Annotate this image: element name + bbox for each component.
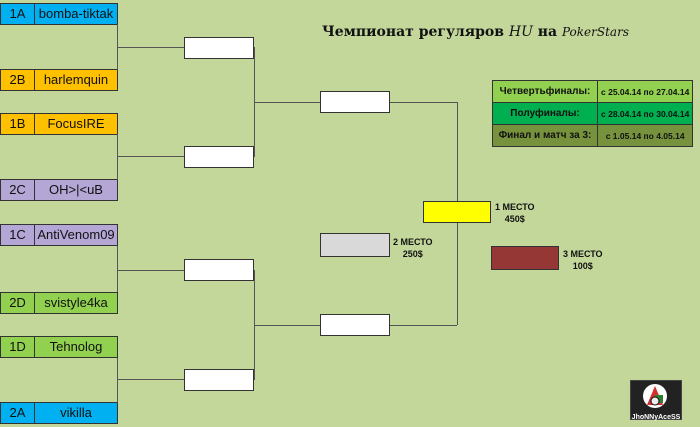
second-place-slot[interactable] <box>320 233 390 257</box>
third-place-label: 3 МЕСТО <box>563 249 603 259</box>
player-seed: 2B <box>0 69 35 91</box>
first-place-slot[interactable] <box>423 201 491 223</box>
schedule-table: Четвертьфиналы:с 25.04.14 по 27.04.14 По… <box>492 80 694 147</box>
quarterfinal-slot[interactable] <box>184 37 254 59</box>
player-name[interactable]: AntiVenom09 <box>34 224 118 246</box>
third-place-prize: 3 МЕСТО 100$ <box>563 248 603 272</box>
player-name[interactable]: harlemquin <box>34 69 118 91</box>
player-seed: 2D <box>0 292 35 314</box>
first-place-prize: 1 МЕСТО 450$ <box>495 201 535 225</box>
player-seed: 1A <box>0 3 35 25</box>
stage-label: Четвертьфиналы: <box>492 80 598 103</box>
logo: JhoNNyAceSS <box>630 380 682 421</box>
schedule-row: Четвертьфиналы:с 25.04.14 по 27.04.14 <box>492 80 694 103</box>
title-text: Чемпионат регуляров <box>322 24 504 40</box>
player-seed: 2A <box>0 402 35 424</box>
logo-text: JhoNNyAceSS <box>631 414 681 421</box>
player-name[interactable]: OH>|<uB <box>34 179 118 201</box>
logo-emblem-icon <box>643 384 667 408</box>
first-place-amount: 450$ <box>504 214 525 224</box>
third-place-slot[interactable] <box>491 246 559 270</box>
player-seed: 1B <box>0 113 35 135</box>
player-seed: 1C <box>0 224 35 246</box>
player-name[interactable]: svistyle4ka <box>34 292 118 314</box>
stage-label: Финал и матч за 3: <box>492 124 598 147</box>
player-name[interactable]: FocusIRE <box>34 113 118 135</box>
third-place-amount: 100$ <box>572 261 593 271</box>
player-seed: 1D <box>0 336 35 358</box>
player-seed: 2C <box>0 179 35 201</box>
quarterfinal-slot[interactable] <box>184 369 254 391</box>
title-na: на <box>537 24 558 40</box>
player-name[interactable]: Tehnolog <box>34 336 118 358</box>
player-name[interactable]: vikilla <box>34 402 118 424</box>
schedule-row: Полуфиналы:с 28.04.14 по 30.04.14 <box>492 102 694 125</box>
semifinal-slot[interactable] <box>320 91 390 113</box>
quarterfinal-slot[interactable] <box>184 146 254 168</box>
quarterfinal-slot[interactable] <box>184 259 254 281</box>
stage-dates: с 28.04.14 по 30.04.14 <box>596 102 694 125</box>
stage-dates: с 1.05.14 по 4.05.14 <box>596 124 694 147</box>
second-place-label: 2 МЕСТО <box>393 237 433 247</box>
page-title: Чемпионат регуляров HU на PokerStars <box>322 24 629 40</box>
player-name[interactable]: bomba-tiktak <box>34 3 118 25</box>
semifinal-slot[interactable] <box>320 314 390 336</box>
title-pokerstars: PokerStars <box>561 25 629 39</box>
stage-dates: с 25.04.14 по 27.04.14 <box>596 80 694 103</box>
first-place-label: 1 МЕСТО <box>495 202 535 212</box>
second-place-prize: 2 МЕСТО 250$ <box>393 236 433 260</box>
second-place-amount: 250$ <box>402 249 423 259</box>
stage-label: Полуфиналы: <box>492 102 598 125</box>
schedule-row: Финал и матч за 3:с 1.05.14 по 4.05.14 <box>492 124 694 147</box>
title-hu: HU <box>508 24 533 40</box>
